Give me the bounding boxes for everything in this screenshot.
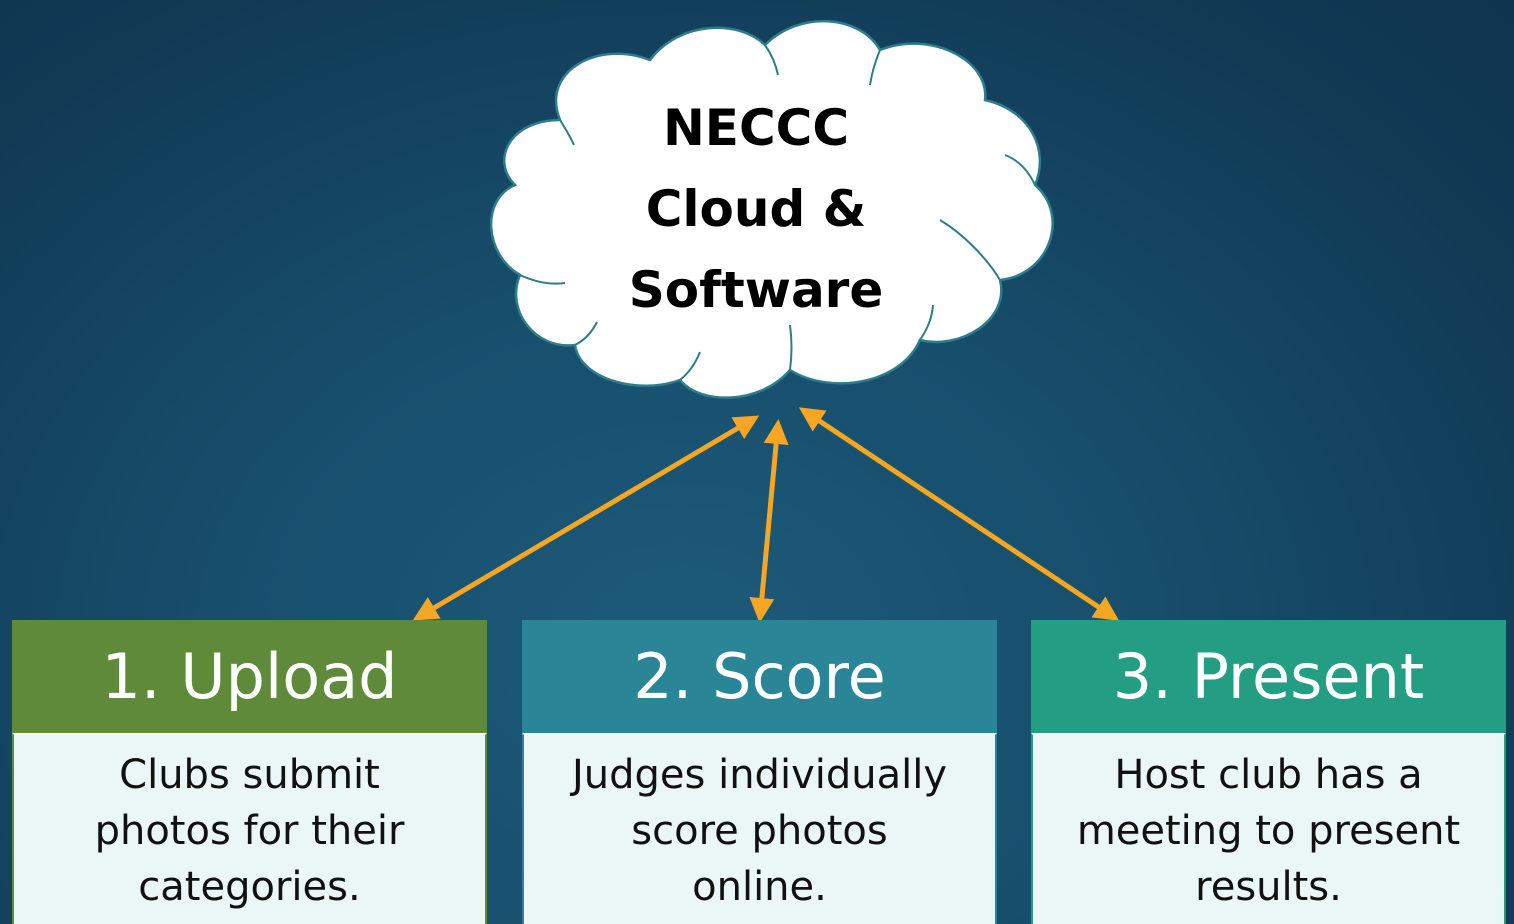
step-score-text-line: score photos (631, 808, 888, 854)
step-score-text-line: online. (692, 864, 827, 910)
step-present-body: Host club has a meeting to present resul… (1031, 733, 1506, 924)
step-upload-text-line: photos for their (94, 808, 405, 854)
cloud-title-line: Software (628, 261, 884, 319)
step-score-body: Judges individually score photos online. (522, 733, 997, 924)
arrow-score (749, 419, 789, 623)
step-present-text-line: meeting to present (1076, 808, 1461, 854)
step-upload-text-line: categories. (138, 864, 361, 910)
arrow-present (798, 407, 1120, 621)
step-present-text-line: Host club has a (1114, 752, 1423, 798)
step-present-text-line: results. (1195, 864, 1342, 910)
arrow-upload (412, 415, 760, 621)
step-upload-text-line: Clubs submit (119, 752, 380, 798)
step-present-header: 3. Present (1031, 620, 1506, 733)
step-present-title: 3. Present (1112, 640, 1425, 713)
step-upload-body: Clubs submit photos for their categories… (12, 733, 487, 924)
cloud-title-line: Cloud & (645, 180, 867, 238)
cloud-shape (490, 19, 1054, 399)
step-upload: 1. Upload Clubs submit photos for their … (12, 620, 487, 924)
cloud-title-line: NECCC (662, 99, 850, 157)
step-score-text-line: Judges individually (572, 752, 947, 798)
step-score-title: 2. Score (633, 640, 886, 713)
step-score: 2. Score Judges individually score photo… (522, 620, 997, 924)
step-score-header: 2. Score (522, 620, 997, 733)
step-upload-header: 1. Upload (12, 620, 487, 733)
step-upload-title: 1. Upload (101, 640, 398, 713)
step-present: 3. Present Host club has a meeting to pr… (1031, 620, 1506, 924)
cloud-title: NECCC Cloud & Software (596, 88, 916, 331)
